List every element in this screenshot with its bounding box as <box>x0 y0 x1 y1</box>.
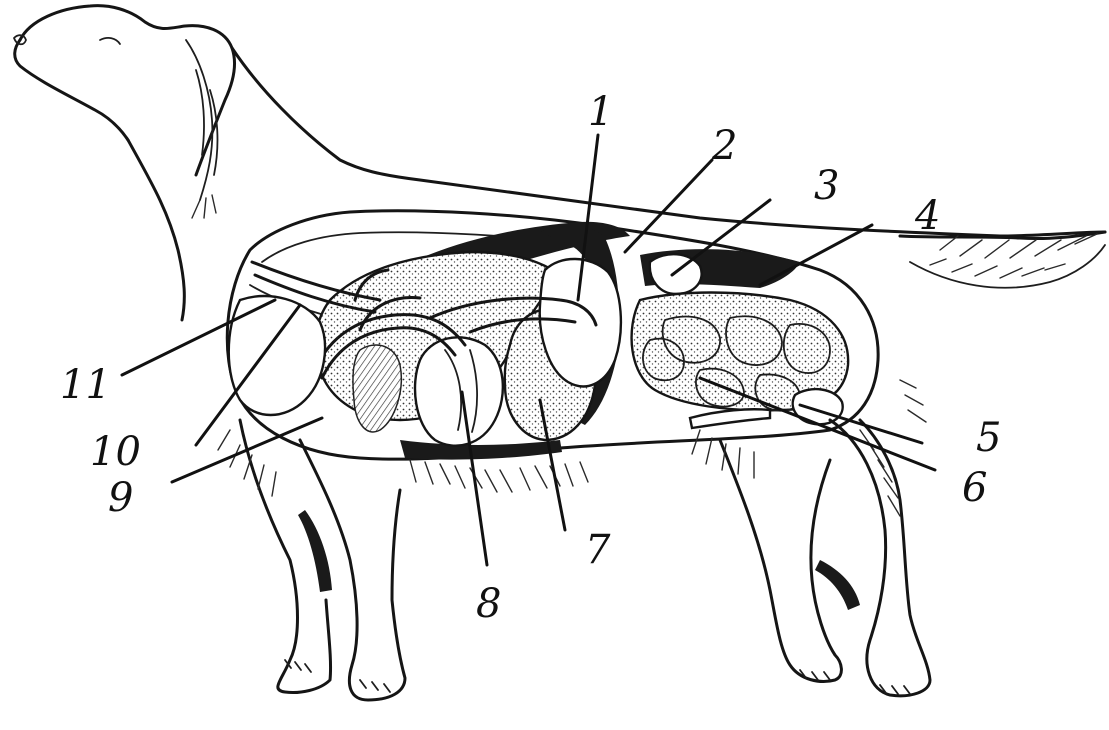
callout-label-7: 7 <box>585 530 610 570</box>
callout-label-6: 6 <box>962 468 987 508</box>
dog-front-legs <box>218 420 588 700</box>
callout-label-10: 10 <box>90 432 141 472</box>
callout-label-2: 2 <box>712 126 737 166</box>
dog-hind-legs <box>692 380 930 696</box>
pointer-9 <box>172 418 322 482</box>
pointer-2 <box>625 160 712 252</box>
callout-label-3: 3 <box>814 166 839 206</box>
organs <box>229 222 848 460</box>
pointer-4 <box>760 225 872 285</box>
callout-label-11: 11 <box>60 365 111 405</box>
callout-label-8: 8 <box>476 584 501 624</box>
callout-label-1: 1 <box>588 92 613 132</box>
dog-tail <box>900 232 1105 288</box>
callout-label-9: 9 <box>108 478 133 518</box>
callout-label-4: 4 <box>915 196 940 236</box>
dog-head <box>14 6 234 218</box>
callout-label-5: 5 <box>976 418 1001 458</box>
